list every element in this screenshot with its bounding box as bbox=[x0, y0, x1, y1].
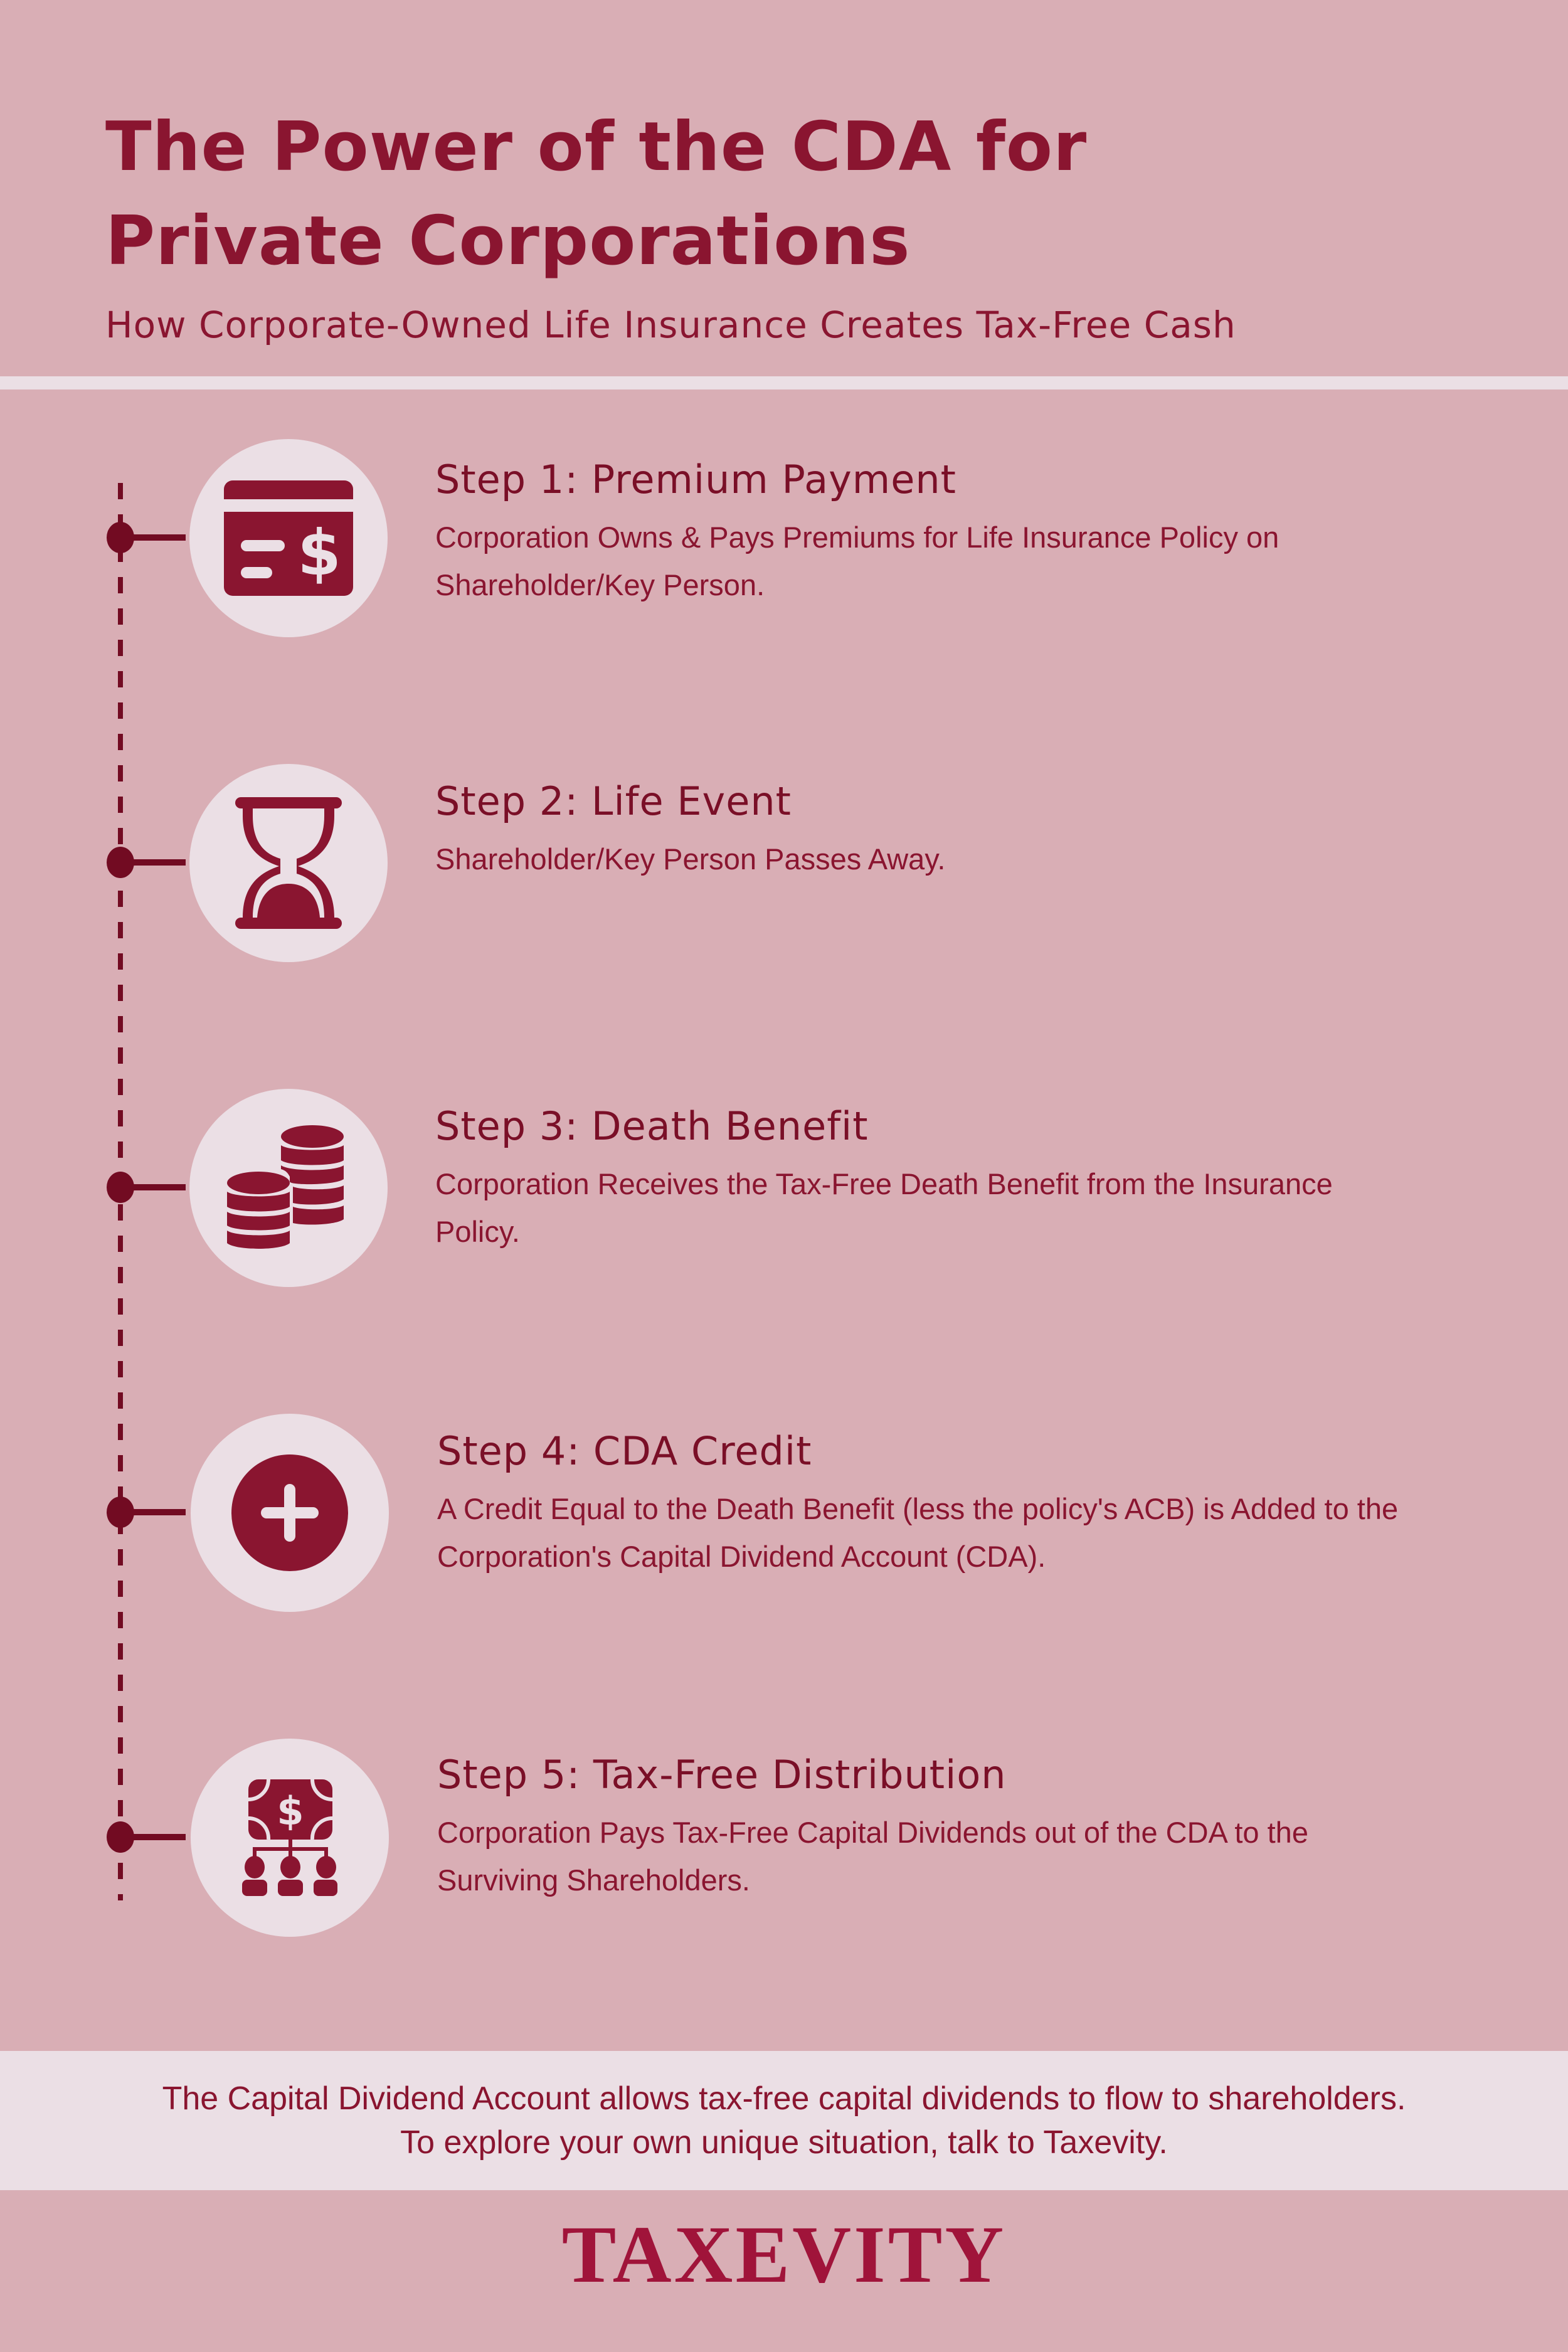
page-subtitle: How Corporate-Owned Life Insurance Creat… bbox=[105, 304, 1236, 346]
credit-card-dollar-icon: $ bbox=[224, 480, 353, 596]
step-title: Step 5: Tax-Free Distribution bbox=[437, 1752, 1007, 1798]
step-title: Step 3: Death Benefit bbox=[435, 1103, 869, 1149]
plus-circle-icon bbox=[231, 1454, 348, 1571]
step-description: Corporation Pays Tax-Free Capital Divide… bbox=[437, 1816, 1308, 1897]
taxevity-logo: TAXEVITY bbox=[561, 2210, 1007, 2300]
step-4: Step 4: CDA Credit A Credit Equal to the… bbox=[0, 1414, 1568, 1621]
step-5: $ Step 5: Tax-Free Distribution Corporat… bbox=[0, 1739, 1568, 1946]
step-text: Step 3: Death Benefit Corporation Receiv… bbox=[435, 1101, 1502, 1256]
timeline-connector bbox=[125, 859, 186, 866]
hourglass-icon bbox=[235, 797, 342, 929]
step-description: Shareholder/Key Person Passes Away. bbox=[435, 842, 946, 876]
page-title: The Power of the CDA for Private Corpora… bbox=[105, 100, 1297, 289]
step-text: Step 2: Life Event Shareholder/Key Perso… bbox=[435, 776, 1502, 883]
step-icon-circle bbox=[189, 764, 388, 962]
svg-text:$: $ bbox=[297, 516, 341, 590]
timeline-connector bbox=[125, 1509, 186, 1515]
step-text: Step 5: Tax-Free Distribution Corporatio… bbox=[437, 1750, 1503, 1904]
step-icon-circle bbox=[189, 1089, 388, 1287]
title-line-1: The Power of the CDA for bbox=[105, 108, 1088, 186]
footer-line-2: To explore your own unique situation, ta… bbox=[400, 2124, 1168, 2161]
step-1: $ Step 1: Premium Payment Corporation Ow… bbox=[0, 439, 1568, 646]
step-3: Step 3: Death Benefit Corporation Receiv… bbox=[0, 1089, 1568, 1296]
step-text: Step 4: CDA Credit A Credit Equal to the… bbox=[437, 1426, 1503, 1581]
step-description: Corporation Owns & Pays Premiums for Lif… bbox=[435, 521, 1279, 601]
coin-stacks-icon bbox=[227, 1125, 344, 1249]
step-icon-circle: $ bbox=[191, 1739, 389, 1937]
step-icon-circle bbox=[191, 1414, 389, 1612]
step-text: Step 1: Premium Payment Corporation Owns… bbox=[435, 455, 1502, 609]
step-title: Step 1: Premium Payment bbox=[435, 457, 956, 502]
timeline-connector bbox=[125, 534, 186, 541]
timeline-connector bbox=[125, 1834, 186, 1840]
header: The Power of the CDA for Private Corpora… bbox=[0, 0, 1568, 375]
svg-text:$: $ bbox=[277, 1788, 304, 1834]
step-icon-circle: $ bbox=[189, 439, 388, 637]
header-divider bbox=[0, 376, 1568, 389]
step-title: Step 4: CDA Credit bbox=[437, 1428, 812, 1474]
money-distribution-icon: $ bbox=[242, 1779, 337, 1896]
footer-callout: The Capital Dividend Account allows tax-… bbox=[0, 2051, 1568, 2190]
footer-line-1: The Capital Dividend Account allows tax-… bbox=[162, 2080, 1406, 2117]
step-2: Step 2: Life Event Shareholder/Key Perso… bbox=[0, 764, 1568, 971]
step-title: Step 2: Life Event bbox=[435, 778, 792, 824]
step-description: A Credit Equal to the Death Benefit (les… bbox=[437, 1492, 1399, 1573]
step-description: Corporation Receives the Tax-Free Death … bbox=[435, 1167, 1333, 1248]
timeline-connector bbox=[125, 1184, 186, 1190]
title-line-2: Private Corporations bbox=[105, 202, 911, 280]
